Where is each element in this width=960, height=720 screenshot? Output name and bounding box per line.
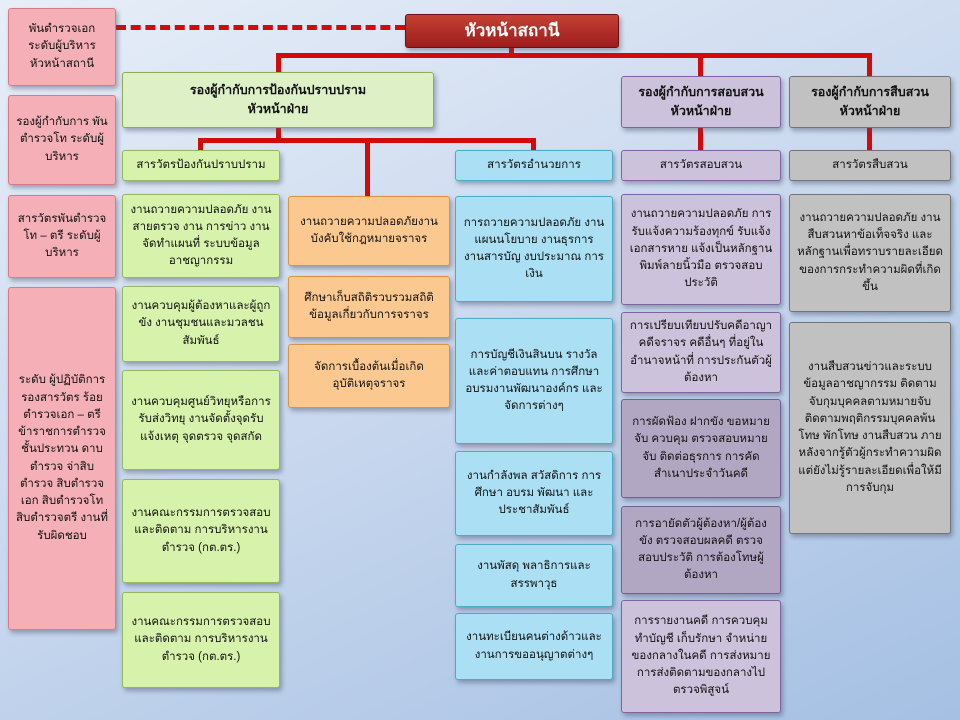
division-header-detective-title: รองผู้กำกับการสืบสวน xyxy=(811,85,929,100)
interrogation-task: การอายัดตัวผู้ต้องหา/ผู้ต้องขัง ตรวจสอบผ… xyxy=(621,506,781,594)
station-head-title: หัวหน้าสถานี xyxy=(405,14,619,48)
division-header-interrogation-subtitle: หัวหน้าฝ่าย xyxy=(670,104,732,118)
connector-title-drop xyxy=(509,47,514,57)
admin-task: งานพัสดุ พลาธิการและสรรพาวุธ xyxy=(455,544,613,607)
detective-task: งานถวายความปลอดภัย งานสืบสวนหาข้อเท็จจริ… xyxy=(789,194,951,312)
division-header-detective: รองผู้กำกับการสืบสวน หัวหน้าฝ่าย xyxy=(789,76,951,128)
interrogation-task: การรายงานคดี การควบคุมทำบัญชี เก็บรักษา … xyxy=(621,600,781,713)
interrogation-task: งานถวายความปลอดภัย การรับแจ้งความร้องทุก… xyxy=(621,194,781,305)
chief-admin: สารวัตรอำนวยการ xyxy=(455,150,613,181)
detective-task: งานสืบสวนข่าวและระบบข้อมูลอาชญากรรม ติดต… xyxy=(789,322,951,534)
admin-task: งานทะเบียนคนต่างด้าวและงานการขออนุญาตต่า… xyxy=(455,613,613,680)
traffic-task: งานถวายความปลอดภัยงานบังคับใช้กฎหมายจราจ… xyxy=(288,196,450,266)
prevention-task: งานคณะกรรมการตรวจสอบและติดตาม การบริหารง… xyxy=(122,592,280,688)
connector-drop-traffic xyxy=(365,138,370,198)
chief-detective: สารวัตรสืบสวน xyxy=(789,150,951,181)
connector-drop-interrogation-chief xyxy=(698,127,703,152)
connector-drop-detective-chief xyxy=(867,127,872,152)
interrogation-task: การเปรียบเทียบปรับคดีอาญา คดีจราจร คดีอื… xyxy=(621,312,781,393)
admin-task: การบัญชีเงินสินบน รางวัล และค่าตอบแทน กา… xyxy=(455,318,613,444)
connector-main-horizontal xyxy=(276,53,872,58)
division-header-interrogation: รองผู้กำกับการสอบสวน หัวหน้าฝ่าย xyxy=(621,76,781,128)
connector-prevention-header-down xyxy=(276,127,281,143)
division-header-detective-subtitle: หัวหน้าฝ่าย xyxy=(839,104,901,118)
traffic-task: ศึกษาเก็บสถิติรวบรวมสถิติข้อมูลเกี่ยวกับ… xyxy=(288,276,450,338)
connector-drop-detective-header xyxy=(867,53,872,77)
rank-box-inspector: สารวัตรพันตำรวจโท – ตรี ระดับผู้บริหาร xyxy=(8,195,116,278)
rank-box-deputy-superintendent: รองผู้กำกับการ พันตำรวจโท ระดับผู้บริหาร xyxy=(8,95,116,185)
rank-box-superintendent: พันตำรวจเอก ระดับผู้บริหาร หัวหน้าสถานี xyxy=(8,8,116,86)
division-header-prevention-subtitle: หัวหน้าฝ่าย xyxy=(247,102,309,116)
connector-drop-admin-chief xyxy=(531,138,536,152)
chief-prevention: สารวัตรป้องกันปราบปราม xyxy=(122,150,280,181)
prevention-task: งานควบคุมศูนย์วิทยุหรือการรับส่งวิทยุ งา… xyxy=(122,370,280,470)
rank-box-operational-level: ระดับ ผู้ปฏิบัติการ รองสารวัตร ร้อยตำรวจ… xyxy=(8,287,116,630)
connector-drop-interrogation-header xyxy=(698,53,703,77)
connector-dashed-rank-to-title xyxy=(116,25,405,30)
division-header-prevention: รองผู้กำกับการป้องกันปราบปราม หัวหน้าฝ่า… xyxy=(122,72,434,128)
connector-drop-prevention-chief xyxy=(198,138,203,152)
interrogation-task: การผัดฟ้อง ฝากขัง ขอหมายจับ ควบคุม ตรวจส… xyxy=(621,399,781,498)
admin-task: การถวายความปลอดภัย งานแผนนโยบาย งานธุรกา… xyxy=(455,196,613,302)
prevention-task: งานถวายความปลอดภัย งานสายตรวจ งาน การข่า… xyxy=(122,194,280,278)
chief-interrogation: สารวัตรสอบสวน xyxy=(621,150,781,181)
prevention-task: งานควบคุมผู้ต้องหาและผู้ถูกขัง งานชุมชนแ… xyxy=(122,286,280,362)
division-header-interrogation-title: รองผู้กำกับการสอบสวน xyxy=(638,85,764,100)
traffic-task: จัดการเบื้องต้นเมื่อเกิดอุบัติเหตุจราจร xyxy=(288,344,450,408)
connector-drop-prevention-header xyxy=(276,53,281,73)
prevention-task: งานคณะกรรมการตรวจสอบและติดตาม การบริหารง… xyxy=(122,479,280,583)
division-header-prevention-title: รองผู้กำกับการป้องกันปราบปราม xyxy=(189,83,367,98)
admin-task: งานกำลังพล สวัสดิการ การศึกษา อบรม พัฒนา… xyxy=(455,451,613,536)
